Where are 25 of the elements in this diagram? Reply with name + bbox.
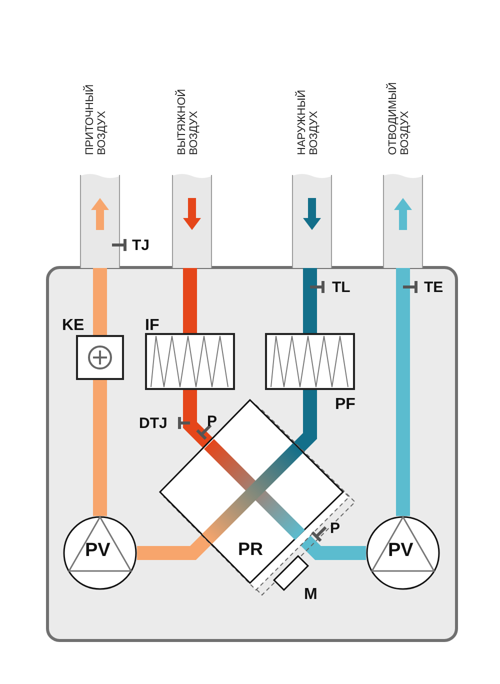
sensor-label: P <box>207 414 218 429</box>
air-flow-line <box>396 268 410 516</box>
component-label: KE <box>62 318 84 334</box>
air-flow-line <box>183 268 197 333</box>
sensor-label: TE <box>424 280 444 295</box>
air-flow-line <box>137 534 212 560</box>
sensor-label: P <box>330 521 340 536</box>
duct-label: ПРИТОЧНЫЙ ВОЗДУХ <box>84 83 109 155</box>
air-flow-line <box>93 268 107 335</box>
duct-label: ОТВОДИМЫЙ ВОЗДУХ <box>387 81 412 155</box>
sensor-label: TL <box>332 280 350 295</box>
component-label: PR <box>238 541 264 557</box>
sensor-label: TJ <box>132 238 150 253</box>
duct-label: НАРУЖНЫЙ ВОЗДУХ <box>296 88 321 155</box>
component-label: M <box>304 587 318 603</box>
air-flow-line <box>93 380 107 516</box>
component-label: IF <box>145 318 160 334</box>
component-label: PV <box>85 543 110 559</box>
duct-label: ВЫТЯЖНОЙ ВОЗДУХ <box>176 88 201 155</box>
air-flow-line <box>303 268 317 333</box>
component-label: PV <box>388 543 414 559</box>
air-flow-line <box>293 390 317 453</box>
air-flow-line <box>183 390 214 449</box>
component-label: PF <box>335 397 356 413</box>
sensor-label: DTJ <box>139 416 168 431</box>
